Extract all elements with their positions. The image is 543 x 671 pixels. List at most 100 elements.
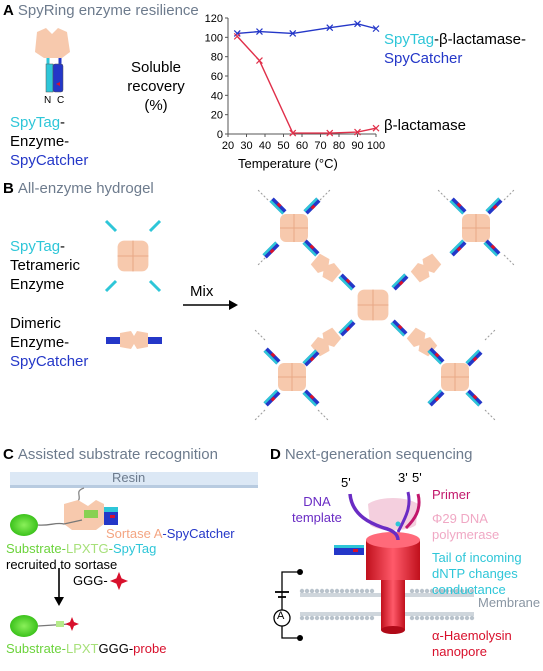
x-tick-label: 80 (333, 140, 345, 152)
y-tick-label: 60 (211, 71, 223, 83)
lipid-head (459, 588, 465, 594)
series-line-1 (236, 35, 377, 134)
data-point (326, 24, 334, 32)
five-prime-template: 5' (341, 475, 351, 490)
sortase-label: Sortase A-SpyCatcher (106, 526, 235, 541)
data-point (233, 32, 241, 40)
x-tick-label: 50 (277, 140, 289, 152)
lipid-head (354, 615, 360, 621)
substrate-recruited-graphic (10, 514, 83, 536)
construct-label: SpyTag- Enzyme- SpyCatcher (10, 114, 89, 169)
lipid-head (359, 588, 365, 594)
lipid-head (434, 615, 440, 621)
resin-label: Resin (112, 470, 146, 485)
data-point (326, 129, 334, 137)
lipid-head (309, 588, 315, 594)
lipid-head (454, 588, 460, 594)
lipid-head (344, 588, 350, 594)
polymerase-graphic (368, 498, 418, 531)
lipid-head (369, 615, 375, 621)
y-tick-label: 40 (211, 90, 223, 102)
lipid-head (319, 615, 325, 621)
lipid-head (329, 588, 335, 594)
lipid-head (424, 588, 430, 594)
lipid-head (454, 615, 460, 621)
y-tick-label: 120 (205, 13, 223, 25)
membrane-label: Membrane (478, 595, 541, 610)
product-label: Substrate-LPXTGGG-probe (6, 641, 167, 656)
data-point (289, 129, 297, 137)
lipid-head (409, 588, 415, 594)
lipid-head (324, 588, 330, 594)
data-point (372, 124, 380, 132)
y-tick-label: 80 (211, 52, 223, 64)
lipid-head (364, 615, 370, 621)
sortase-graphic (64, 487, 118, 530)
mix-label: Mix (190, 283, 214, 300)
lipid-head (414, 588, 420, 594)
substrate-label: Substrate-LPXTG-SpyTag recruited to sort… (6, 541, 157, 572)
circuit-graphic (273, 569, 303, 641)
lipid-head (309, 615, 315, 621)
lipid-head (439, 615, 445, 621)
lipid-head (434, 588, 440, 594)
lipid-head (469, 588, 475, 594)
resin-bar (10, 472, 258, 488)
lipid-head (299, 588, 305, 594)
lipid-head (469, 615, 475, 621)
dimeric-enzyme-label: Dimeric Enzyme- SpyCatcher (10, 315, 89, 370)
data-point (256, 57, 263, 64)
y-axis-label: Soluble recovery (%) (127, 59, 185, 114)
lipid-head (444, 615, 450, 621)
y-tick-label: 0 (217, 129, 223, 141)
three-prime-label: 3' (398, 470, 408, 485)
data-point (372, 25, 380, 33)
lipid-head (344, 615, 350, 621)
series-line-0 (237, 23, 377, 35)
x-tick-label: 100 (367, 140, 385, 152)
lipid-head (359, 615, 365, 621)
lipid-head (444, 588, 450, 594)
tetrameric-enzyme-label: SpyTag- Tetrameric Enzyme (10, 238, 81, 293)
data-point (256, 28, 263, 35)
lipid-head (464, 588, 470, 594)
tetrameric-enzyme-graphic (104, 219, 162, 293)
lipid-head (459, 615, 465, 621)
lipid-head (419, 588, 425, 594)
nanopore-graphic (366, 532, 420, 634)
data-point (354, 128, 361, 136)
lipid-head (439, 588, 445, 594)
dimeric-enzyme-graphic (106, 331, 162, 349)
lipid-head (304, 615, 310, 621)
x-tick-label: 40 (259, 140, 271, 152)
reaction-arrow (54, 568, 64, 606)
product-graphic (10, 615, 79, 637)
catcher-on-pore (334, 545, 364, 555)
lipid-head (419, 615, 425, 621)
lipid-head (414, 615, 420, 621)
lipid-head (319, 588, 325, 594)
lipid-head (369, 588, 375, 594)
ammeter-label: A (277, 610, 285, 622)
c-terminus-label: C (57, 95, 65, 106)
lipid-head (334, 588, 340, 594)
lipid-head (314, 588, 320, 594)
lipid-head (349, 615, 355, 621)
spyring-construct-graphic (35, 28, 70, 93)
lipid-head (449, 615, 455, 621)
x-tick-label: 60 (296, 140, 308, 152)
lipid-head (339, 615, 345, 621)
lipid-head (349, 588, 355, 594)
data-point (354, 20, 361, 28)
lipid-head (314, 615, 320, 621)
x-tick-label: 30 (240, 140, 252, 152)
x-tick-label: 70 (314, 140, 326, 152)
lactamase-series-label: β-lactamase (384, 117, 466, 134)
